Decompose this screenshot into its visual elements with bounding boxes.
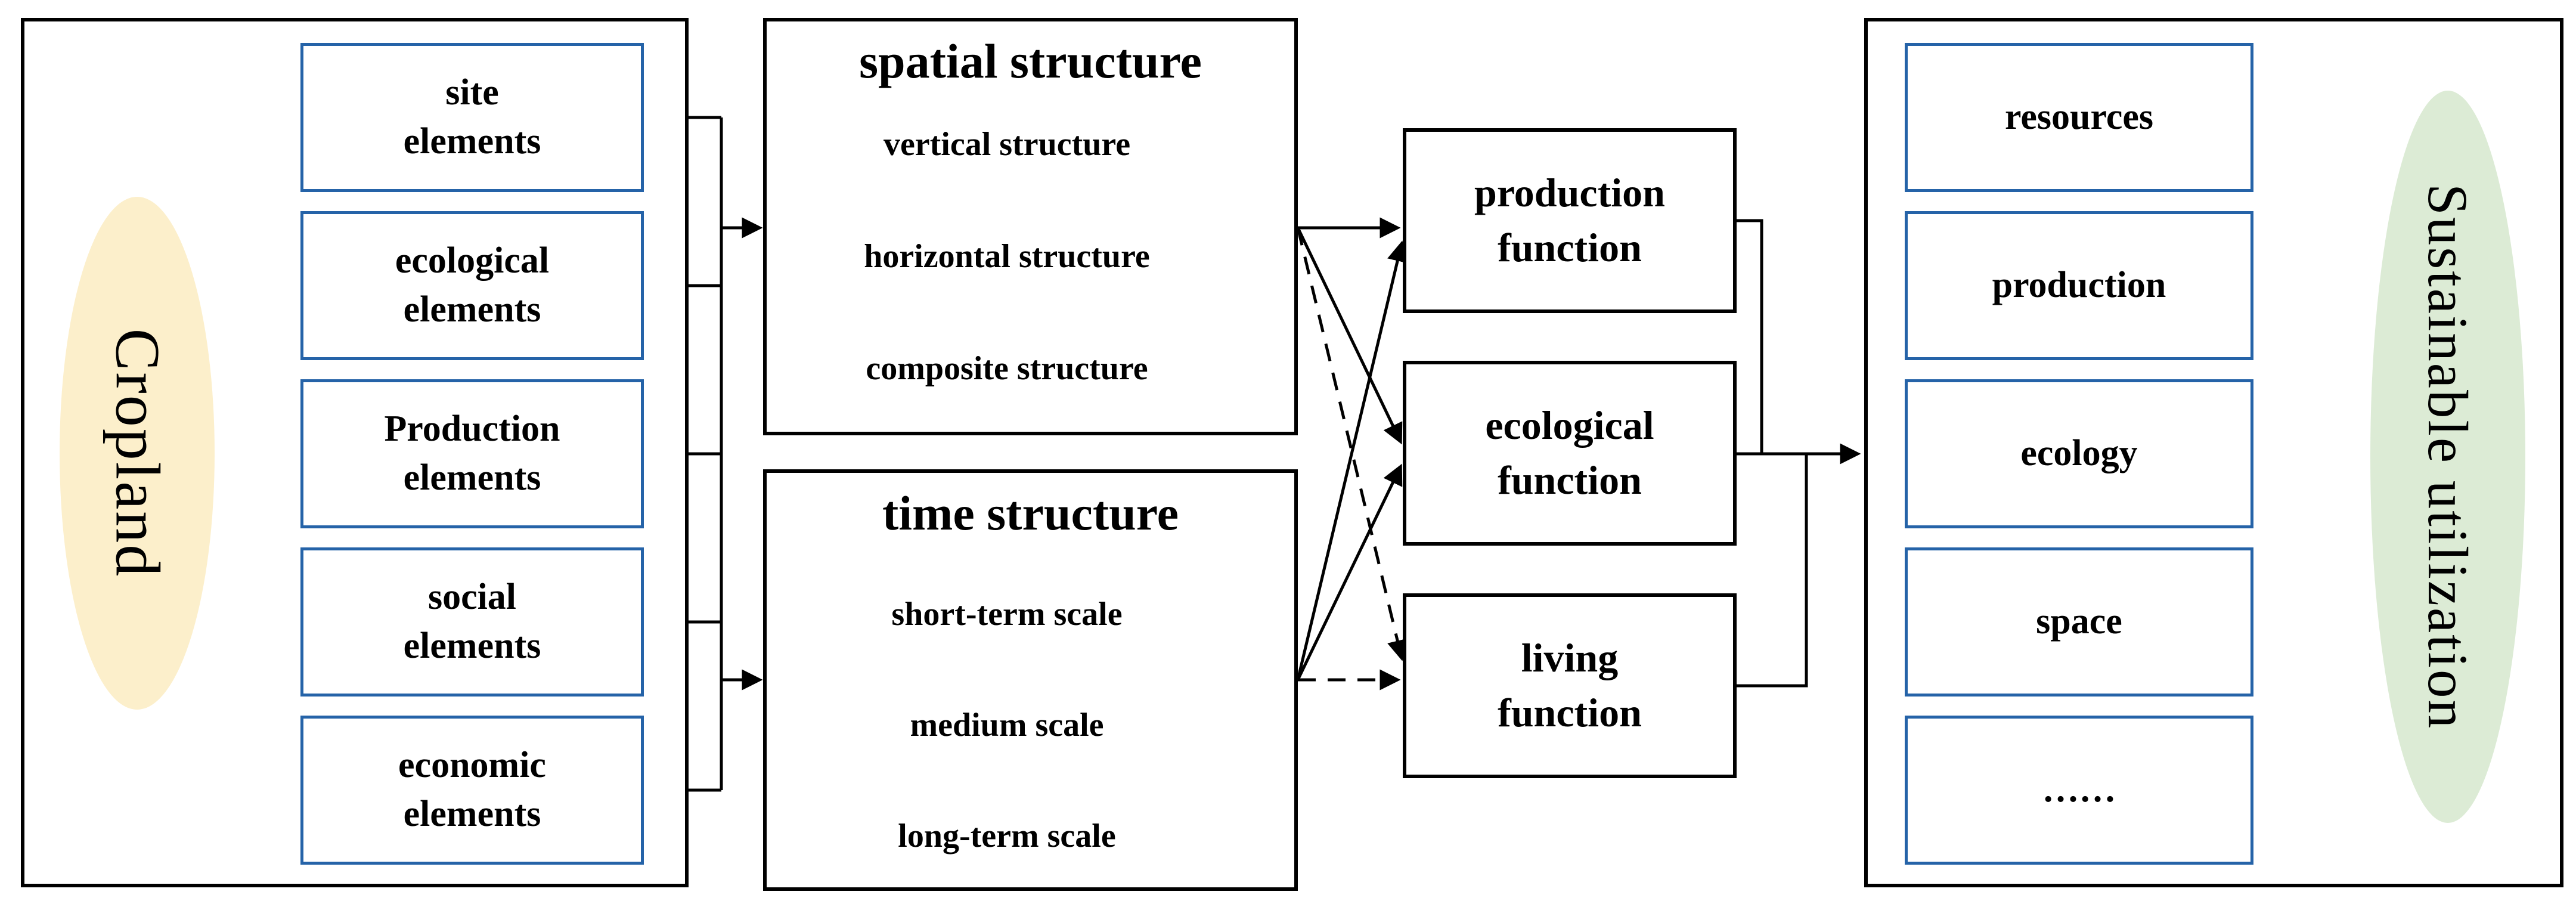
function-box-label: living xyxy=(1521,635,1619,681)
element-box-social: social elements xyxy=(300,547,644,696)
benefit-box-label: production xyxy=(1992,265,2166,306)
benefit-box-label: space xyxy=(2036,601,2122,642)
element-box-ecological: ecological elements xyxy=(300,211,644,360)
function-box-label: function xyxy=(1498,225,1642,270)
element-box-label: ecological xyxy=(395,240,550,281)
cropland-ellipse: Cropland xyxy=(60,197,215,710)
element-box-production: Production elements xyxy=(300,379,644,528)
element-box-label: elements xyxy=(403,457,541,498)
sustainable-ellipse: Sustainable utilization xyxy=(2370,91,2525,823)
function-box-ecological: ecological function xyxy=(1403,361,1737,546)
element-box-label: elements xyxy=(403,289,541,330)
benefit-box-resources: resources xyxy=(1905,43,2253,192)
benefit-box-ecology: ecology xyxy=(1905,379,2253,528)
time-structure-panel xyxy=(763,469,1298,891)
element-box-label: elements xyxy=(403,626,541,666)
element-box-label: site xyxy=(445,72,499,113)
element-box-economic: economic elements xyxy=(300,716,644,865)
benefit-box-space: space xyxy=(1905,547,2253,696)
time-structure-title: time structure xyxy=(882,486,1179,540)
block-arrow-label-long-term-scale: long-term scale xyxy=(898,818,1116,855)
block-arrow-label-medium-scale: medium scale xyxy=(910,707,1104,744)
benefit-box-ellipsis: …… xyxy=(1905,716,2253,865)
block-arrow-label-composite-structure: composite structure xyxy=(866,350,1148,387)
function-box-label: ecological xyxy=(1485,403,1654,448)
block-arrow-label-vertical-structure: vertical structure xyxy=(883,126,1131,163)
function-box-label: function xyxy=(1498,690,1642,735)
cropland-label: Cropland xyxy=(103,328,172,578)
spatial-structure-panel xyxy=(763,18,1298,435)
function-collector-connectors xyxy=(1737,219,1861,688)
benefit-box-label: …… xyxy=(2042,769,2116,810)
benefit-box-label: resources xyxy=(2004,97,2154,138)
function-box-living: living function xyxy=(1403,593,1737,778)
structure-to-function-connectors xyxy=(1296,217,1408,691)
benefit-box-production: production xyxy=(1905,211,2253,360)
element-box-label: elements xyxy=(403,121,541,162)
function-box-label: production xyxy=(1474,170,1665,216)
sustainable-label: Sustainable utilization xyxy=(2416,184,2479,730)
element-box-site: site elements xyxy=(300,43,644,192)
block-arrow-label-horizontal-structure: horizontal structure xyxy=(864,238,1150,275)
function-box-production: production function xyxy=(1403,128,1737,313)
benefit-box-label: ecology xyxy=(2020,433,2138,474)
element-box-label: economic xyxy=(398,745,546,786)
function-box-label: function xyxy=(1498,457,1642,503)
element-box-label: social xyxy=(427,577,517,618)
spatial-structure-title: spatial structure xyxy=(859,34,1202,88)
block-arrow-label-short-term-scale: short-term scale xyxy=(891,596,1123,633)
element-box-label: Production xyxy=(384,408,560,450)
element-box-label: elements xyxy=(403,794,541,834)
